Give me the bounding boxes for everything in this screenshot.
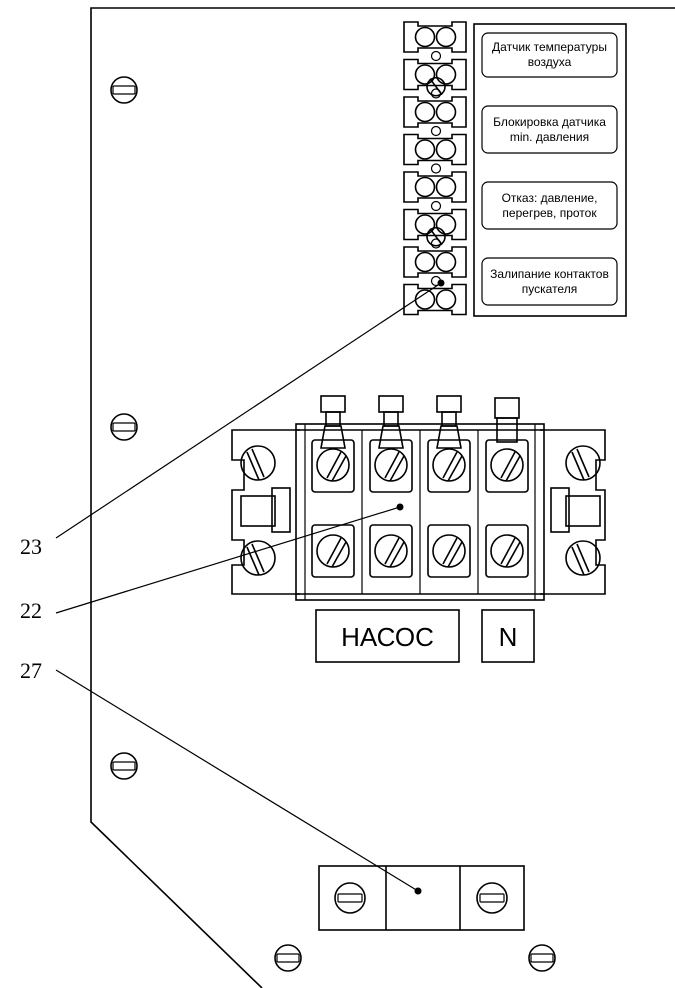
bracket-screw-bottom-left: [240, 540, 276, 576]
signal-terminal-strip: [403, 21, 467, 316]
power-terminal-4: [485, 397, 529, 578]
svg-text:НАСОС: НАСОС: [341, 622, 434, 652]
svg-text:перегрев, проток: перегрев, проток: [502, 206, 597, 220]
terminal-label-min-pressure-lock: Блокировка датчика min. давления: [481, 105, 618, 154]
power-terminal-2: [369, 395, 413, 578]
left-mount-post: [240, 487, 291, 533]
power-terminal-1: [311, 395, 355, 578]
svg-text:Залипание контактов: Залипание контактов: [490, 267, 609, 281]
ground-screw-left: [334, 882, 366, 914]
panel-screw-bottom-left: [274, 944, 302, 972]
terminal-label-fault: Отказ: давление, перегрев, проток: [481, 181, 618, 230]
callout-22: 22: [20, 506, 401, 623]
svg-text:Блокировка датчика: Блокировка датчика: [493, 115, 606, 129]
panel-screw-top-left: [110, 76, 138, 104]
callout-23: 23: [20, 279, 445, 559]
strip-jumper-1: [426, 76, 446, 97]
ground-terminal: [318, 865, 525, 931]
bracket-screw-top-left: [240, 445, 276, 481]
strip-terminal-1: [403, 21, 467, 62]
panel-screw-low-left: [110, 752, 138, 780]
pump-label: НАСОС: [315, 609, 460, 663]
terminal-label-panel: Датчик температуры воздуха Блокировка да…: [473, 23, 627, 317]
svg-text:пускателя: пускателя: [522, 282, 577, 296]
strip-terminal-4: [403, 133, 467, 174]
panel-screw-bottom-right: [528, 944, 556, 972]
svg-text:23: 23: [20, 534, 42, 559]
strip-terminal-7: [403, 246, 467, 287]
ground-screw-right: [476, 882, 508, 914]
terminal-label-air-temp-sensor: Датчик температуры воздуха: [481, 32, 618, 78]
neutral-label: N: [481, 609, 535, 663]
right-mount-post: [550, 487, 601, 533]
bracket-screw-top-right: [565, 445, 601, 481]
svg-text:воздуха: воздуха: [528, 55, 572, 69]
strip-terminal-3: [403, 96, 467, 137]
callout-27: 27: [20, 658, 419, 892]
strip-jumper-2: [426, 226, 446, 247]
panel-screw-mid-left: [110, 413, 138, 441]
power-terminal-block: [231, 395, 606, 601]
terminal-label-contact-welding: Залипание контактов пускателя: [481, 257, 618, 306]
strip-terminal-2: [403, 58, 467, 99]
panel-outline: [90, 7, 675, 988]
strip-terminal-8: [403, 283, 467, 316]
svg-text:Отказ: давление,: Отказ: давление,: [502, 191, 598, 205]
svg-text:Датчик температуры: Датчик температуры: [492, 40, 607, 54]
power-terminal-3: [427, 395, 471, 578]
svg-text:min. давления: min. давления: [510, 130, 589, 144]
strip-terminal-5: [403, 171, 467, 212]
bracket-screw-bottom-right: [565, 540, 601, 576]
svg-text:27: 27: [20, 658, 42, 683]
svg-text:N: N: [499, 622, 518, 652]
strip-terminal-6: [403, 208, 467, 249]
svg-text:22: 22: [20, 598, 42, 623]
